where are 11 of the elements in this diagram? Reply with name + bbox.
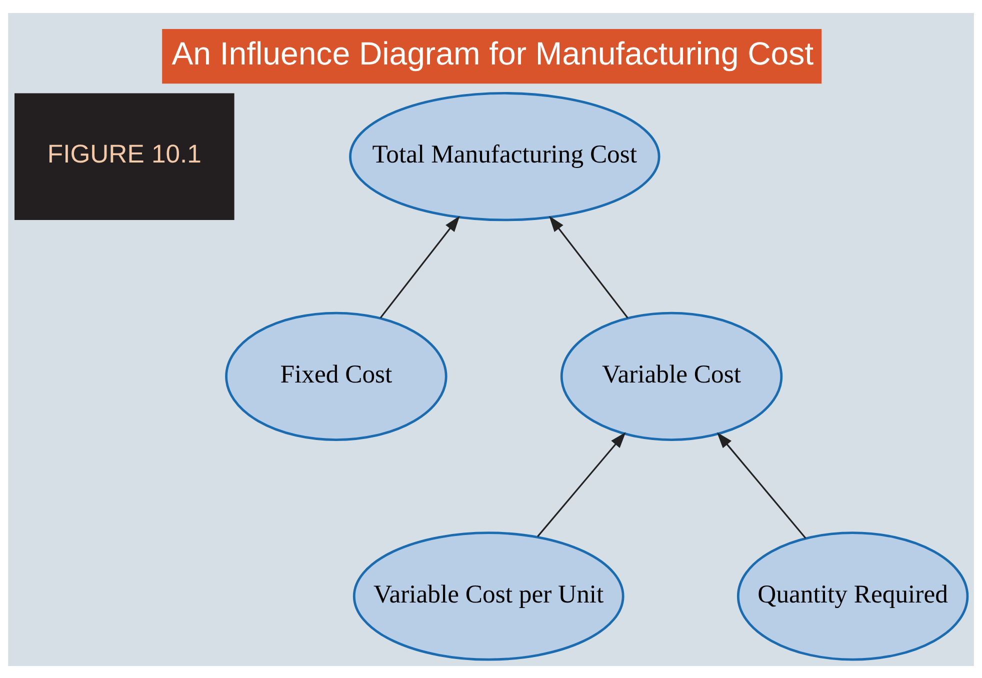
- node-ellipse: Quantity Required: [736, 531, 969, 660]
- arrow: [537, 432, 626, 537]
- node-ellipse: Total Manufacturing Cost: [349, 92, 660, 221]
- arrow: [716, 432, 806, 538]
- node-ellipse: Variable Cost: [560, 311, 783, 440]
- node-ellipse: Fixed Cost: [225, 311, 448, 440]
- label: FIGURE 10.1: [47, 140, 202, 168]
- node-ellipse: Variable Cost per Unit: [352, 531, 624, 660]
- arrow: [380, 215, 460, 318]
- arrow: [549, 215, 628, 318]
- diagram-title: An Influence Diagram for Manufacturing Cost: [172, 34, 814, 71]
